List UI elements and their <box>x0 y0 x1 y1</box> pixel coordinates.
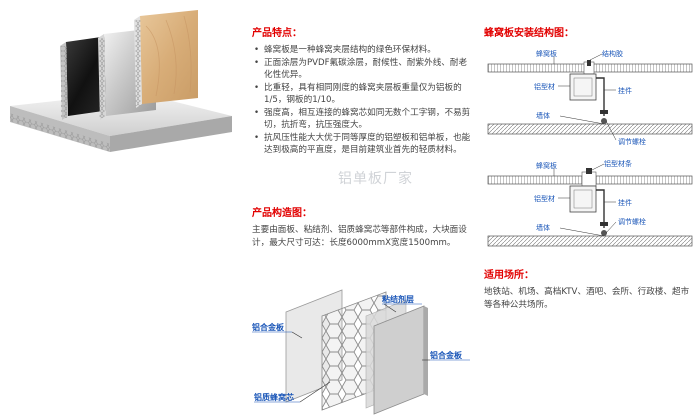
label-panel-right: 铝合金板 <box>430 350 463 360</box>
install-diagram-2: 蜂窝板 铝型材条 铝型材 挂件 墙体 调节螺栓 <box>487 159 693 247</box>
product-photo <box>10 10 232 152</box>
d1-label-sealant: 结构胶 <box>602 50 623 58</box>
d2-label-profile-strip: 铝型材条 <box>604 159 632 168</box>
feature-item: 抗风压性能大大优于同等厚度的铝塑板和铝单板，也能达到极高的平直度，是目前建筑业首… <box>252 132 474 156</box>
d1-label-honeycomb: 蜂窝板 <box>536 50 557 58</box>
d2-label-wall: 墙体 <box>536 223 550 232</box>
structure-text: 主要由面板、粘结剂、铝质蜂窝芯等部件构成，大块面设计，最大尺寸可达：长度6000… <box>252 225 467 248</box>
features-title: 产品特点： <box>252 28 302 39</box>
d2-label-angle: 挂件 <box>618 198 632 207</box>
install-diagram-1: 蜂窝板 结构胶 铝型材 挂件 墙体 调节螺栓 <box>487 50 693 146</box>
structure-title: 产品构造图： <box>252 208 312 219</box>
label-adhesive: 粘结剂层 <box>381 294 414 304</box>
d1-label-profile: 铝型材 <box>534 82 555 91</box>
d1-label-bolt: 调节螺栓 <box>618 137 646 146</box>
label-panel-left: 铝合金板 <box>252 322 285 332</box>
install-section: 蜂窝板安装结构图： <box>484 28 694 44</box>
feature-item: 蜂窝板是一种蜂窝夹层结构的绿色环保材料。 <box>252 44 474 56</box>
install-diagram: 蜂窝板 结构胶 铝型材 挂件 墙体 调节螺栓 蜂窝板 铝型材 <box>487 50 693 247</box>
usage-text: 地铁站、机场、高档KTV、酒吧、会所、行政楼、超市等各种公共场所。 <box>484 287 690 310</box>
feature-item: 比重轻，具有相同刚度的蜂窝夹层板重量仅为铝板的1/5，钢板的1/10。 <box>252 82 474 106</box>
feature-item: 正面涂层为PVDF氟碳涂层，耐候性、耐紫外线、耐老化性优异。 <box>252 57 474 81</box>
d2-label-bolt: 调节螺栓 <box>618 217 646 226</box>
install-title: 蜂窝板安装结构图： <box>484 28 574 39</box>
d1-label-wall: 墙体 <box>536 111 550 120</box>
feature-list: 蜂窝板是一种蜂窝夹层结构的绿色环保材料。 正面涂层为PVDF氟碳涂层，耐候性、耐… <box>252 44 474 156</box>
feature-item: 强度高，相互连接的蜂窝芯如同无数个工字钢，不易剪切，抗折弯，抗压强度大。 <box>252 107 474 131</box>
usage-title: 适用场所： <box>484 270 534 281</box>
structure-section: 产品构造图： 主要由面板、粘结剂、铝质蜂窝芯等部件构成，大块面设计，最大尺寸可达… <box>252 208 474 250</box>
d2-label-honeycomb: 蜂窝板 <box>536 161 557 170</box>
d2-label-profile: 铝型材 <box>534 194 555 203</box>
d1-label-angle: 挂件 <box>618 86 632 95</box>
structure-diagram: 粘结剂层 铝合金板 铝质蜂窝芯 铝合金板 <box>252 289 470 415</box>
usage-section: 适用场所： 地铁站、机场、高档KTV、酒吧、会所、行政楼、超市等各种公共场所。 <box>484 270 694 312</box>
watermark-text: 铝单板厂家 <box>338 171 413 187</box>
label-core: 铝质蜂窝芯 <box>254 392 294 402</box>
features-section: 产品特点： 蜂窝板是一种蜂窝夹层结构的绿色环保材料。 正面涂层为PVDF氟碳涂层… <box>252 28 474 157</box>
